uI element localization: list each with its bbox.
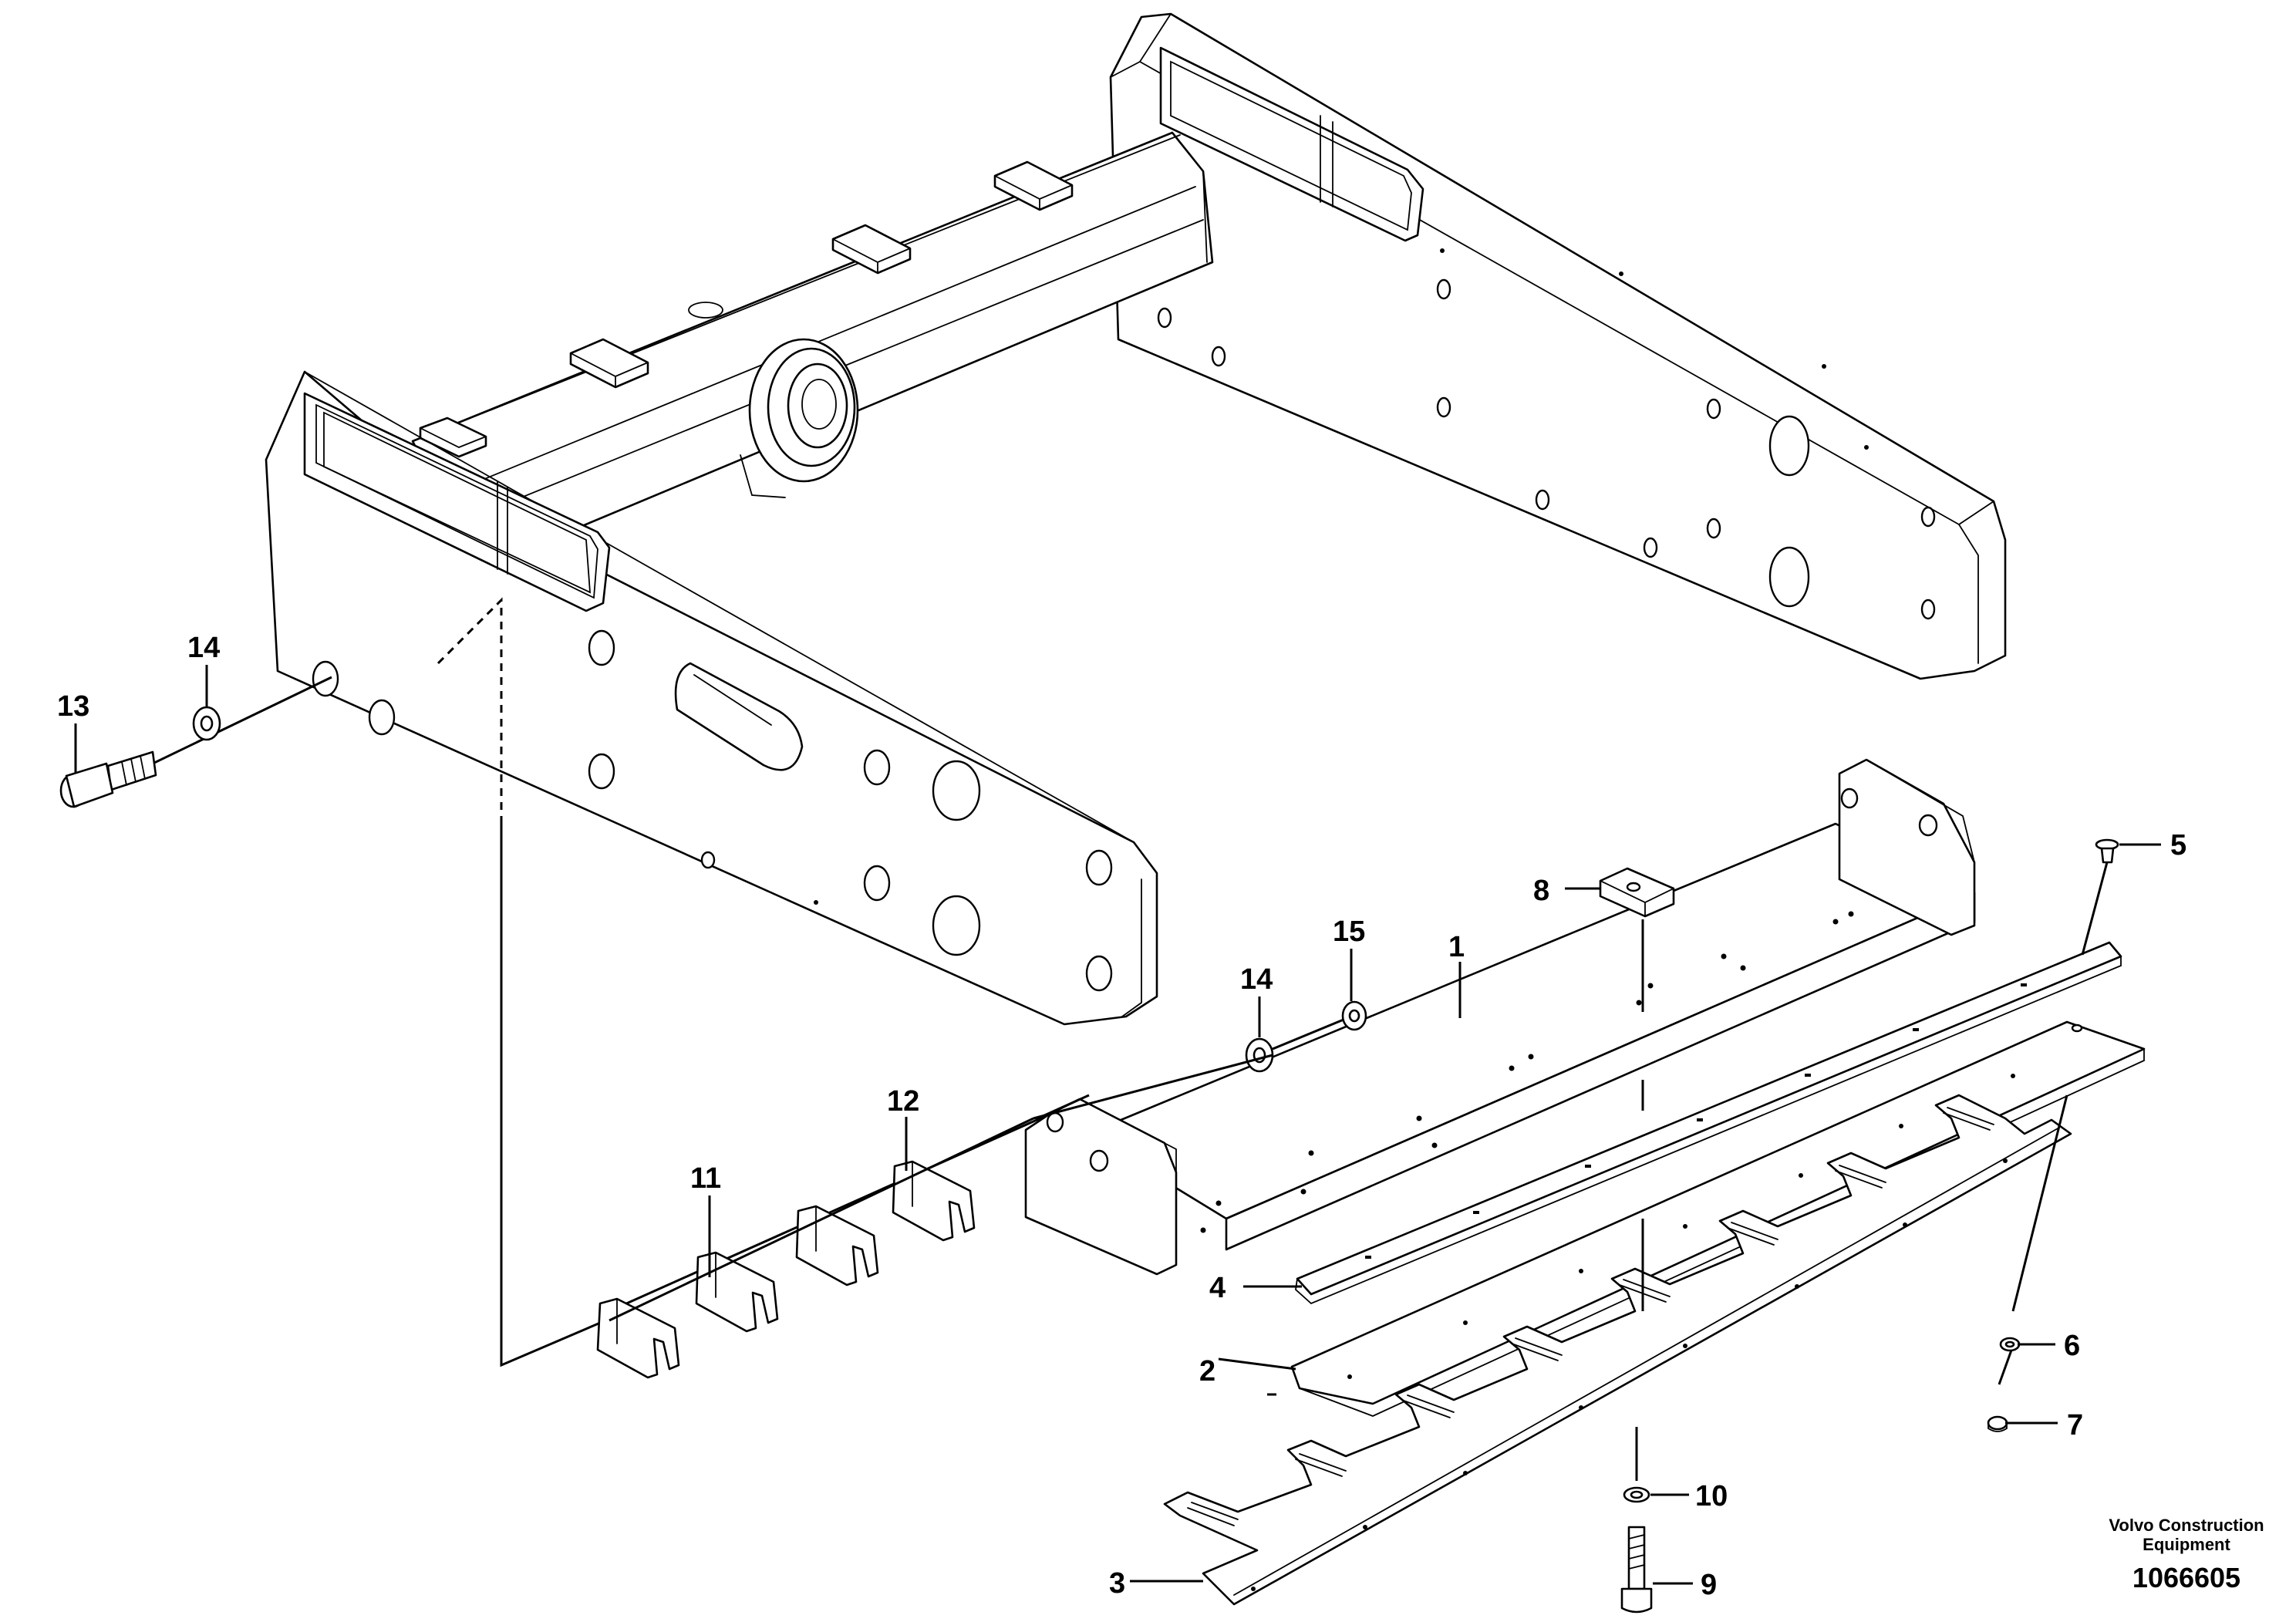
shim-set bbox=[596, 1160, 976, 1379]
callout-12: 12 bbox=[887, 1085, 919, 1118]
part-8-pad bbox=[1599, 867, 1675, 918]
callout-14-right: 14 bbox=[1240, 963, 1273, 996]
callout-6: 6 bbox=[2064, 1330, 2080, 1362]
callout-1: 1 bbox=[1448, 931, 1465, 963]
callout-10: 10 bbox=[1695, 1480, 1728, 1512]
callout-14-left: 14 bbox=[187, 632, 220, 664]
shim-2 bbox=[695, 1251, 779, 1333]
callout-15: 15 bbox=[1333, 916, 1365, 948]
part-10-washer bbox=[1623, 1486, 1650, 1503]
reference-number: 1066605 bbox=[2132, 1562, 2240, 1593]
leader-lines bbox=[74, 665, 2161, 1585]
cross-tube-pads bbox=[419, 160, 1074, 458]
callout-2: 2 bbox=[1199, 1355, 1215, 1388]
shim-4 bbox=[892, 1160, 976, 1242]
part-1-beam bbox=[1024, 758, 1976, 1276]
left-plate-holes bbox=[312, 629, 1113, 992]
callout-3: 3 bbox=[1109, 1567, 1125, 1600]
strip-slots bbox=[1365, 983, 2027, 1259]
callout-4: 4 bbox=[1209, 1272, 1226, 1304]
callout-7: 7 bbox=[2067, 1409, 2083, 1442]
right-plate-window bbox=[1159, 46, 1424, 242]
callout-13: 13 bbox=[57, 690, 89, 723]
screw-axis-line bbox=[2081, 862, 2109, 956]
comb-holes bbox=[1251, 1158, 2008, 1591]
pivot-boss bbox=[688, 302, 859, 498]
shim-1 bbox=[596, 1297, 680, 1379]
plate-holes bbox=[1347, 1023, 2083, 1379]
part-6-washer bbox=[1999, 1337, 2021, 1352]
assembly-line-frame bbox=[500, 818, 610, 1367]
callout-labels: 1 2 3 4 5 6 7 8 9 10 11 12 13 14 14 15 bbox=[57, 632, 2186, 1601]
assembly-line-dashed bbox=[437, 597, 503, 818]
part-5-screw bbox=[2095, 838, 2119, 864]
part-13-bolt bbox=[59, 750, 157, 808]
part-7-nut bbox=[1987, 1415, 2008, 1432]
callout-5: 5 bbox=[2170, 829, 2186, 862]
shim-3 bbox=[795, 1205, 879, 1286]
part-15-nut bbox=[1341, 1000, 1367, 1031]
part-9-bolt bbox=[1620, 1526, 1653, 1614]
callout-11: 11 bbox=[690, 1162, 721, 1195]
callout-9: 9 bbox=[1701, 1569, 1717, 1601]
callout-8: 8 bbox=[1533, 875, 1549, 907]
beam-bolt-holes bbox=[1200, 911, 1854, 1233]
drawing-reference: Volvo Construction Equipment 1066605 bbox=[2109, 1516, 2264, 1593]
part-3-comb-plate bbox=[1163, 1094, 2072, 1606]
right-plate-holes bbox=[1157, 248, 1936, 620]
part-14-washer-left bbox=[192, 706, 221, 741]
brand-line-2: Equipment bbox=[2143, 1535, 2230, 1554]
comb-slots bbox=[1187, 1107, 1994, 1526]
pad-axis-line bbox=[1635, 919, 1644, 1481]
shim-line bbox=[609, 1117, 1034, 1322]
brand-line-1: Volvo Construction bbox=[2109, 1516, 2264, 1535]
main-frame bbox=[265, 12, 2007, 1026]
left-plate-window bbox=[303, 392, 611, 612]
part-14-washer-right bbox=[1245, 1037, 1274, 1073]
lower-bolt-axis-line bbox=[1998, 1094, 2068, 1385]
